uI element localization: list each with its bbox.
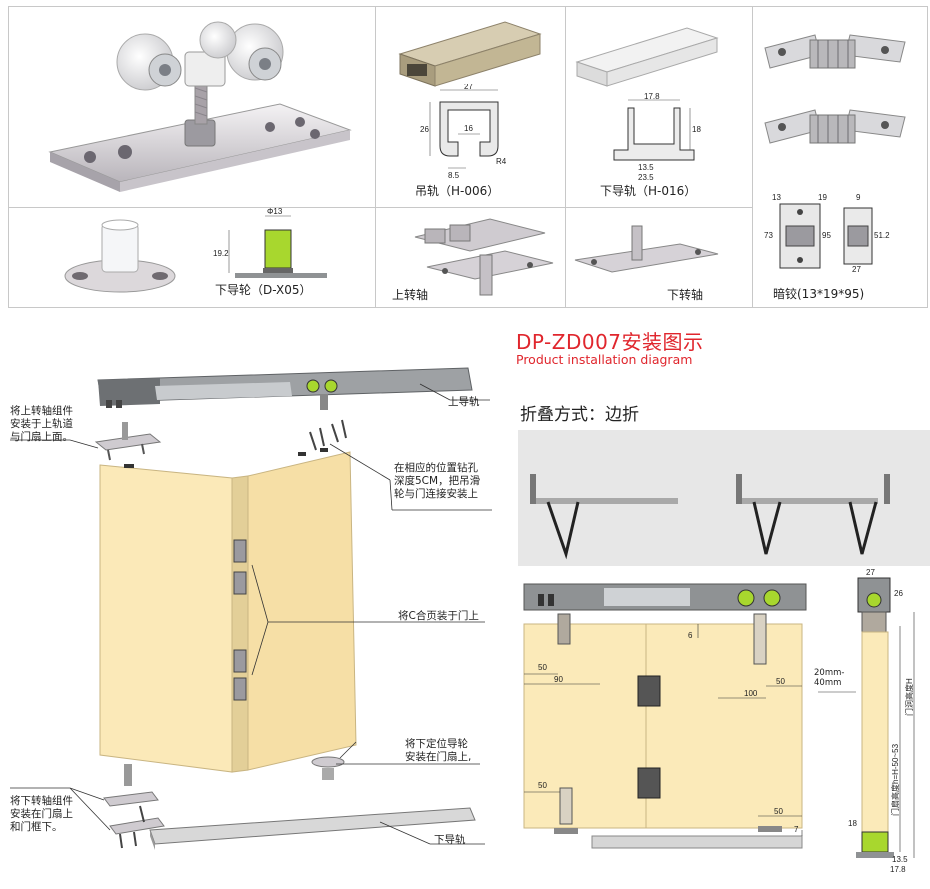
- section-dim-18: 18: [848, 819, 857, 828]
- hinge-dim-73: 73: [764, 231, 773, 240]
- dim-6: 6: [688, 631, 693, 640]
- upper-pivot-image: [405, 215, 555, 300]
- hinge-dim-51-2: 51.2: [874, 231, 890, 240]
- catalog-grid: [8, 6, 928, 308]
- section-dim-26: 26: [894, 589, 903, 598]
- hinge-dim-9: 9: [856, 193, 861, 202]
- installation-subtitle: Product installation diagram: [516, 352, 693, 367]
- dim-50-top-right: 50: [776, 677, 785, 686]
- door-height-label: 门扇高度h=H-50~53: [890, 743, 900, 816]
- gap-dim-label: 20mm- 40mm: [814, 668, 845, 688]
- dim-50-bottom-right: 50: [774, 807, 783, 816]
- lower-guide-wheel-drawing: Φ13 19.2: [205, 208, 335, 280]
- front-elevation-drawing: 50 90 6 100 50 50 50 7: [518, 578, 808, 868]
- lower-guide-wheel-caption: 下导轮（D-X05）: [215, 283, 312, 297]
- hanging-rail-caption: 吊轨（H-006）: [415, 184, 500, 198]
- upper-pivot-caption: 上转轴: [392, 288, 429, 302]
- lower-rail-caption: 下导轨（H-016）: [600, 184, 697, 198]
- exploded-installation-diagram: [0, 360, 515, 889]
- lower-rail-dim-height: 18: [692, 125, 701, 134]
- hinge-dim-13: 13: [772, 193, 781, 202]
- lower-rail-callout: 下导轨: [434, 834, 466, 846]
- hinge-dim-27: 27: [852, 265, 861, 274]
- hinge-dim-95: 95: [822, 231, 831, 240]
- side-section-drawing: 27 26 18 13.5 17.8 门扇高度h=H-50~53 门洞高度H: [808, 566, 930, 884]
- lower-rail-profile: 17.8 18 13.5 23.5: [598, 92, 708, 184]
- concealed-hinge-caption: 暗铰(13*19*95): [773, 287, 865, 301]
- lower-guide-wheel-image: [60, 218, 180, 298]
- upper-pivot-note: 将上转轴组件 安装于上轨道 与门扇上面。: [10, 405, 73, 443]
- installation-title: DP-ZD007安装图示: [516, 330, 704, 354]
- lower-pivot-caption: 下转轴: [667, 288, 704, 302]
- fold-mode-diagram: [518, 430, 930, 566]
- dim-90: 90: [554, 675, 563, 684]
- hanging-rail-dim-radius: R4: [496, 157, 507, 166]
- dim-50-top-left: 50: [538, 663, 547, 672]
- dim-50-bottom-left: 50: [538, 781, 547, 790]
- opening-height-label: 门洞高度H: [904, 678, 914, 716]
- hinge-dim-19: 19: [818, 193, 827, 202]
- section-dim-13-5: 13.5: [892, 855, 908, 864]
- dim-100: 100: [744, 689, 758, 698]
- hanging-rail-image: [395, 14, 545, 89]
- hinge-note: 将C合页装于门上: [398, 610, 479, 622]
- lower-rail-dim-inner: 13.5: [638, 163, 654, 172]
- hanging-rail-profile: 27 26 16 8.5 R4: [418, 84, 528, 184]
- guide-wheel-dim-diameter: Φ13: [267, 208, 283, 216]
- lower-guide-note: 将下定位导轮 安装在门扇上,: [405, 738, 472, 763]
- hanging-rail-dim-lip: 8.5: [448, 171, 460, 180]
- lower-pivot-image: [570, 222, 720, 282]
- dim-7: 7: [794, 825, 799, 834]
- drill-note: 在相应的位置钻孔 深度5CM，把吊滑 轮与门连接安装上: [394, 462, 481, 500]
- lower-pivot-note: 将下转轴组件 安装在门扇上 和门框下。: [10, 795, 73, 833]
- hanging-rail-dim-height: 26: [420, 125, 429, 134]
- hanging-rail-dim-gap: 16: [464, 124, 473, 133]
- concealed-hinge-drawing: 13 19 9 73 95 51.2 27: [760, 190, 920, 274]
- lower-rail-image: [572, 22, 722, 92]
- fold-mode-label: 折叠方式：边折: [520, 405, 639, 425]
- upper-rail-callout: 上导轨: [448, 396, 480, 408]
- concealed-hinge-photo: [760, 30, 910, 180]
- hanging-rail-dim-width: 27: [464, 84, 473, 91]
- lower-rail-dim-base: 23.5: [638, 173, 654, 182]
- section-dim-27: 27: [866, 568, 875, 577]
- lower-rail-dim-top: 17.8: [644, 92, 660, 101]
- section-dim-17-8: 17.8: [890, 865, 906, 874]
- guide-wheel-dim-height: 19.2: [213, 249, 229, 258]
- wheel-assembly-image: [40, 12, 360, 197]
